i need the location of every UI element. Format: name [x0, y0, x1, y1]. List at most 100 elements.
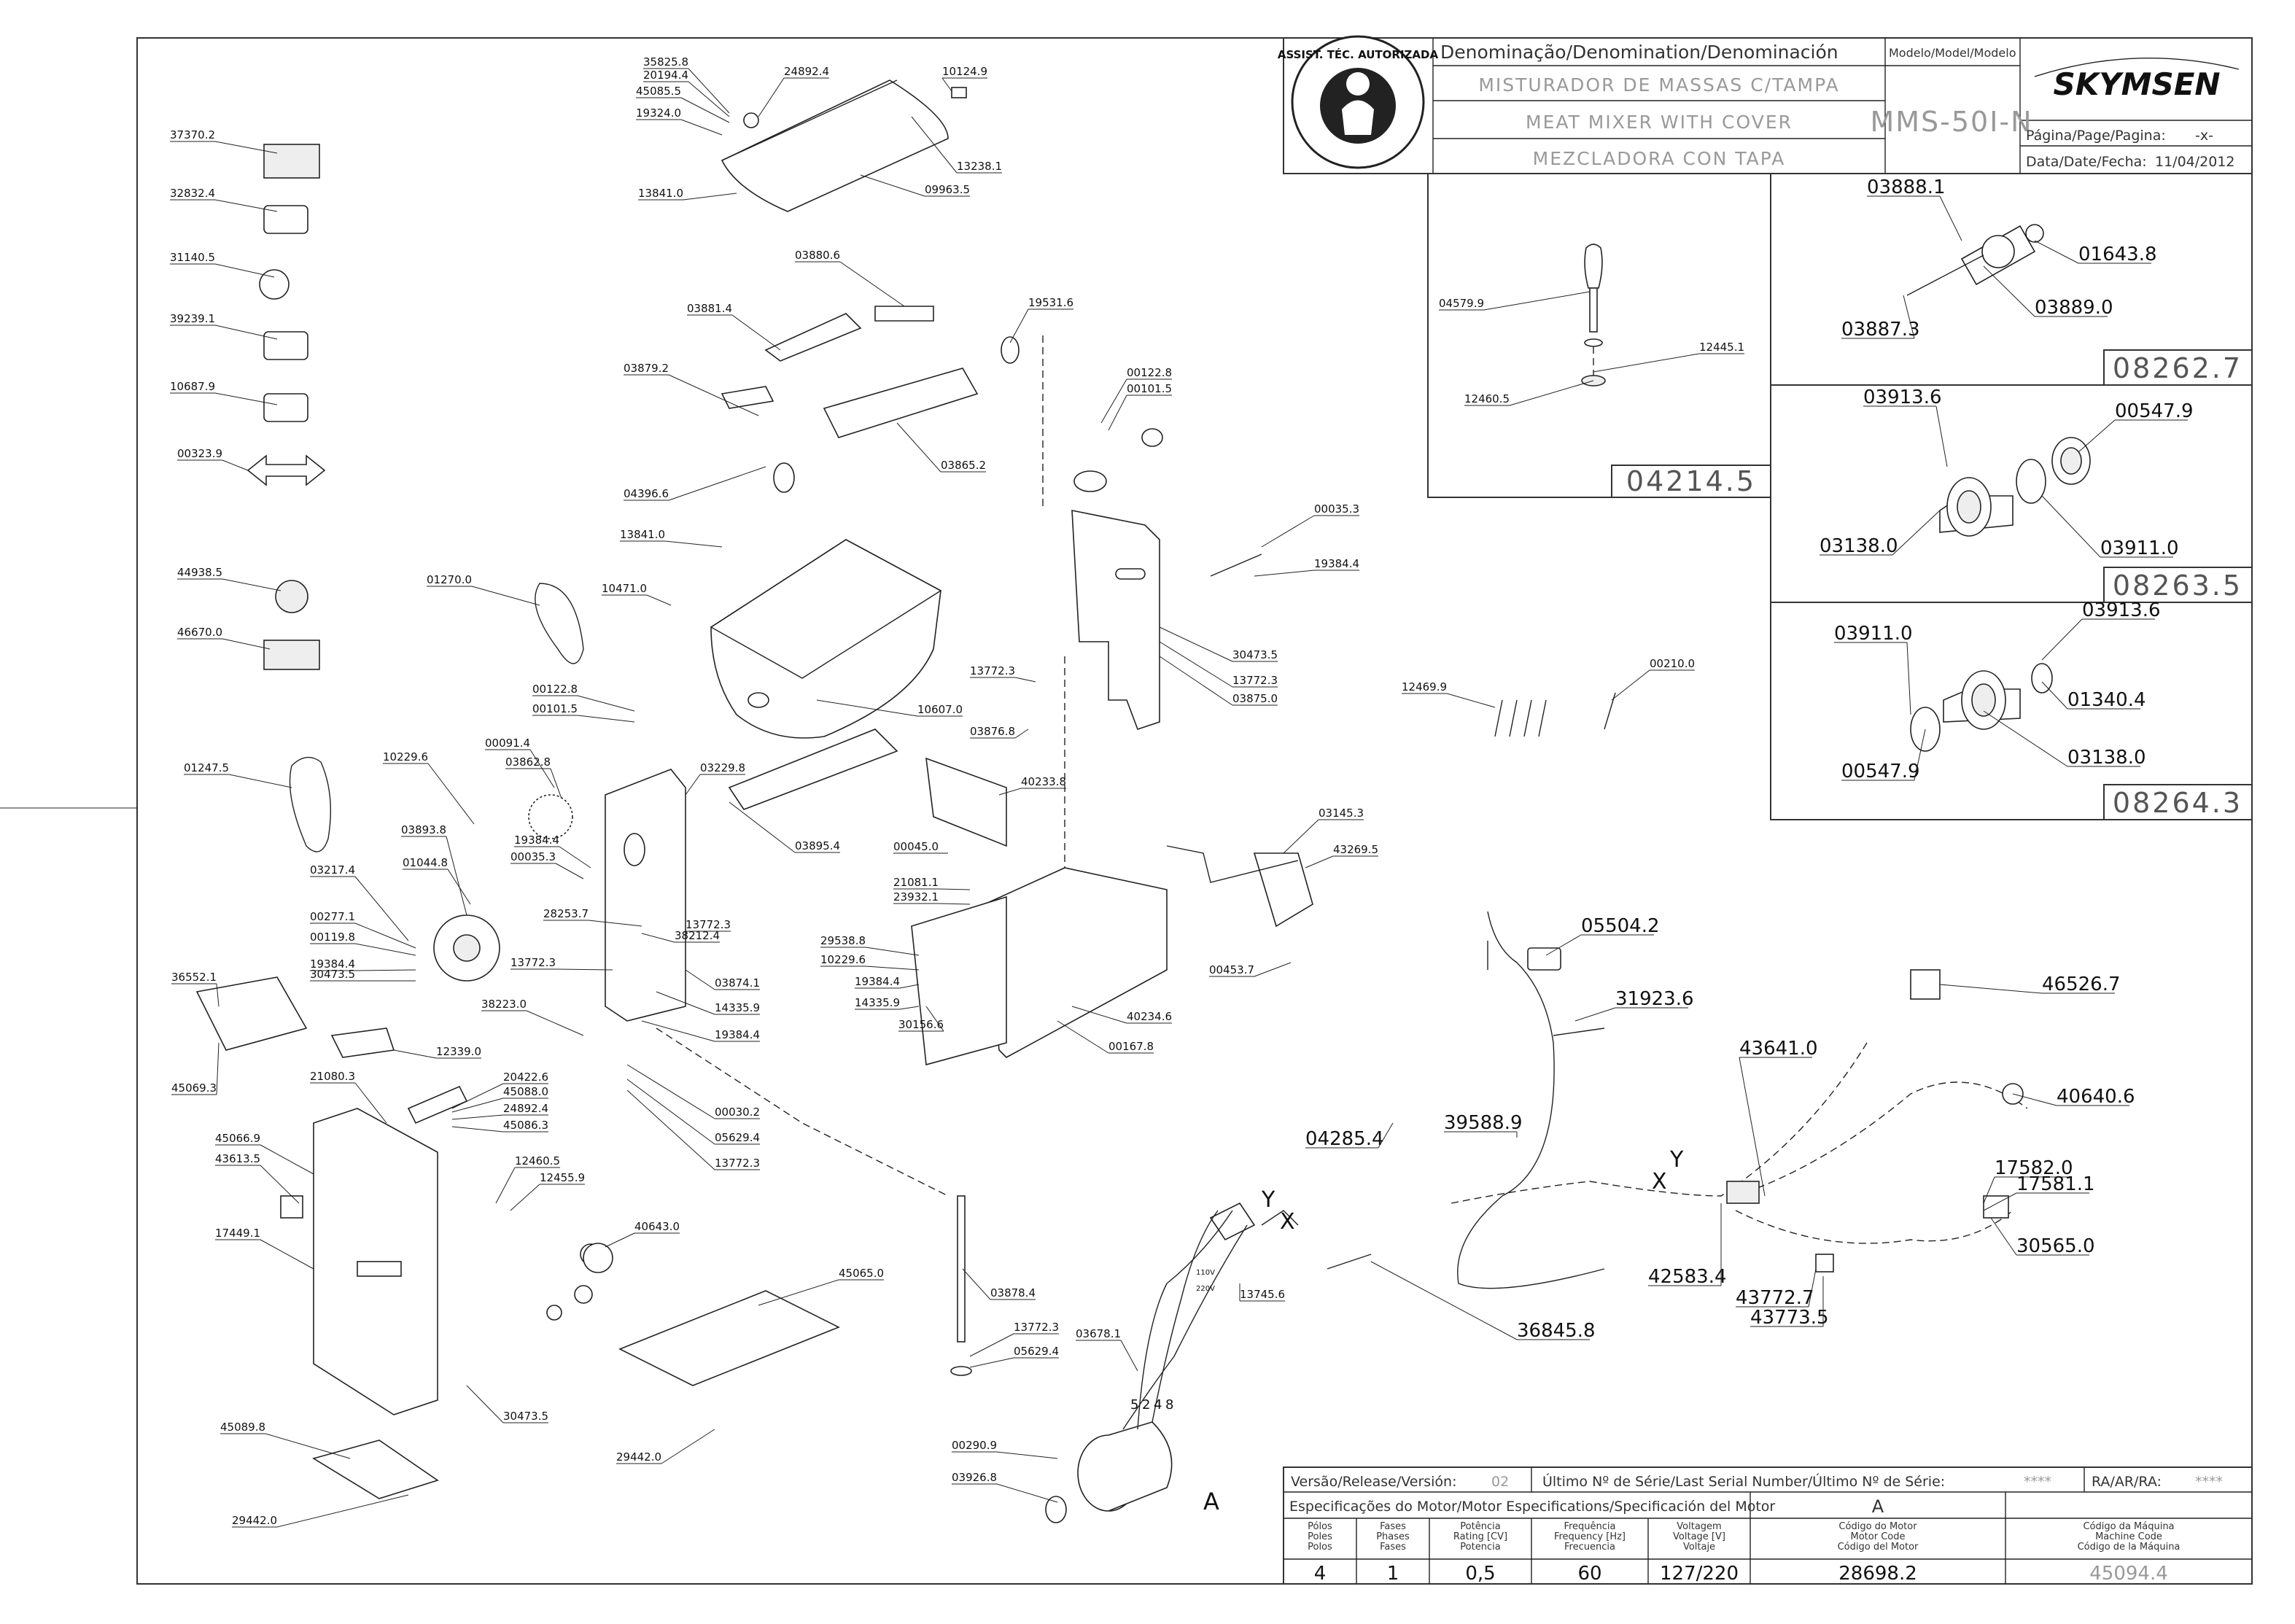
cover: [721, 79, 949, 212]
part-number-label: 20194.4: [643, 69, 688, 82]
callout-03229-8: 03229.8: [685, 761, 745, 796]
callout-00323-9: 00323.9: [177, 447, 249, 471]
part-number-label: 03138.0: [2067, 747, 2146, 769]
callout-23932-1: 23932.1: [893, 890, 971, 905]
part-number-label: 03881.4: [687, 302, 732, 315]
page-label: Página/Page/Pagina:: [2026, 128, 2166, 144]
callout-03876-8: 03876.8: [970, 725, 1029, 739]
callout-00547-9: 00547.9: [2078, 400, 2194, 453]
callout-03926-8: 03926.8: [952, 1471, 1058, 1503]
serial-label: Último Nº de Série/Last Serial Number/Úl…: [1542, 1472, 1945, 1490]
part-number-label: 05629.4: [715, 1131, 760, 1144]
callout-14335-9: 14335.9: [656, 991, 760, 1015]
callout-38212-4: 38212.4: [641, 929, 720, 943]
callout-43641-0: 43641.0: [1739, 1038, 1818, 1197]
part-number-label: 43772.7: [1736, 1287, 1814, 1309]
part-number-label: 17581.1: [2016, 1173, 2095, 1195]
part-number-label: 12460.5: [1464, 392, 1510, 405]
part-number-label: 30156.6: [898, 1018, 944, 1031]
switch-05504: [1527, 947, 1561, 971]
title-block: ASSIST. TÉC. AUTORIZADA Denominação/Deno…: [1278, 35, 2253, 174]
part-number-label: 03913.6: [2082, 599, 2161, 621]
callout-00101-5: 00101.5: [1108, 382, 1172, 431]
control-box-40234: [984, 867, 1168, 1058]
callout-13772-3: 13772.3: [969, 1321, 1059, 1357]
page-value: -x-: [2195, 128, 2213, 144]
kit-08264: 08264.3: [2113, 787, 2242, 819]
terminal-46526: [1910, 969, 1941, 1000]
part-number-label: 03874.1: [715, 976, 760, 990]
spec-value-7: 45094.4: [2089, 1563, 2168, 1585]
callout-14335-9: 14335.9: [855, 996, 920, 1010]
marker-2: 2: [1142, 1397, 1150, 1413]
part-number-label: 17449.1: [215, 1227, 260, 1240]
callout-40640-6: 40640.6: [2012, 1086, 2135, 1108]
part-number-label: 03878.4: [990, 1286, 1036, 1299]
version-value: 02: [1491, 1474, 1509, 1490]
part-number-label: 01643.8: [2078, 244, 2157, 265]
callout-00030-2: 00030.2: [626, 1064, 760, 1119]
part-number-label: 03145.3: [1319, 807, 1364, 820]
callout-00453-7: 00453.7: [1209, 962, 1292, 977]
spec-header-3: Rating [CV]: [1453, 1531, 1507, 1542]
part-number-label: 03913.6: [1863, 386, 1942, 408]
callout-17582-0: 17582.0: [1983, 1157, 2073, 1204]
callout-32832-4: 32832.4: [170, 187, 278, 212]
part-number-label: 00167.8: [1108, 1040, 1154, 1053]
part-number-label: 24892.4: [784, 65, 829, 78]
version-label: Versão/Release/Versión:: [1291, 1474, 1457, 1490]
mixing-tub: [710, 539, 941, 739]
part-number-label: 45085.5: [636, 85, 681, 98]
part-number-label: 03138.0: [1820, 535, 1898, 557]
part-number-label: 10607.0: [917, 703, 963, 716]
part-number-label: 04396.6: [624, 487, 669, 500]
part-number-label: 30565.0: [2016, 1235, 2095, 1257]
part-number-label: 04285.4: [1305, 1128, 1384, 1150]
part-number-label: 00035.3: [510, 850, 556, 863]
panel-40233: [925, 757, 1007, 847]
callout-01270-0: 01270.0: [427, 573, 540, 606]
callout-00277-1: 00277.1: [310, 910, 416, 949]
callout-03862-8: 03862.8: [505, 755, 562, 799]
part-number-label: 43773.5: [1750, 1307, 1829, 1329]
label-39239: [263, 331, 308, 360]
callout-46670-0: 46670.0: [177, 626, 271, 650]
callout-00035-3: 00035.3: [510, 850, 584, 879]
part-number-label: 42583.4: [1648, 1266, 1727, 1288]
kit-08262: 08262.7: [2113, 352, 2242, 384]
callout-10124-9: 10124.9: [941, 65, 987, 92]
spec-header-6: Motor Code: [1851, 1531, 1906, 1542]
part-number-label: 45065.0: [839, 1267, 884, 1280]
part-number-label: 30473.5: [1232, 648, 1278, 661]
callout-35825-8: 35825.8: [643, 55, 730, 114]
callout-45066-9: 45066.9: [215, 1132, 314, 1175]
part-number-label: 03926.8: [952, 1471, 997, 1484]
callout-03678-1: 03678.1: [1076, 1327, 1138, 1372]
callout-00290-9: 00290.9: [952, 1439, 1058, 1459]
spec-header-4: Frequency [Hz]: [1554, 1531, 1626, 1542]
part-number-label: 05504.2: [1581, 915, 1660, 937]
marker-220v: 220V: [1196, 1285, 1215, 1293]
spec-header-2: Fases: [1380, 1521, 1406, 1532]
part-number-label: 30473.5: [503, 1410, 548, 1423]
part-number-label: 03880.6: [795, 249, 840, 262]
spec-header-4: Frecuencia: [1564, 1542, 1615, 1553]
callout-29442-0: 29442.0: [232, 1494, 409, 1528]
callout-46526-7: 46526.7: [1939, 974, 2121, 995]
part-number-label: 28253.7: [543, 907, 589, 920]
callout-39588-9: 39588.9: [1444, 1112, 1523, 1138]
part-number-label: 00453.7: [1209, 963, 1254, 976]
callout-03895-4: 03895.4: [729, 801, 840, 853]
callout-29442-0: 29442.0: [616, 1429, 715, 1464]
part-number-label: 01247.5: [184, 761, 229, 774]
belt-01270: [535, 583, 584, 664]
callout-00167-8: 00167.8: [1057, 1020, 1154, 1054]
callout-03865-2: 03865.2: [896, 422, 986, 473]
marker-8: 8: [1165, 1397, 1173, 1413]
part-number-label: 00290.9: [952, 1439, 997, 1452]
part-number-label: 38223.0: [481, 998, 527, 1011]
callout-13772-3: 13772.3: [970, 664, 1036, 683]
spec-header-3: Potencia: [1460, 1542, 1500, 1553]
part-number-label: 00122.8: [1127, 366, 1172, 379]
part-number-label: 19531.6: [1028, 296, 1073, 309]
